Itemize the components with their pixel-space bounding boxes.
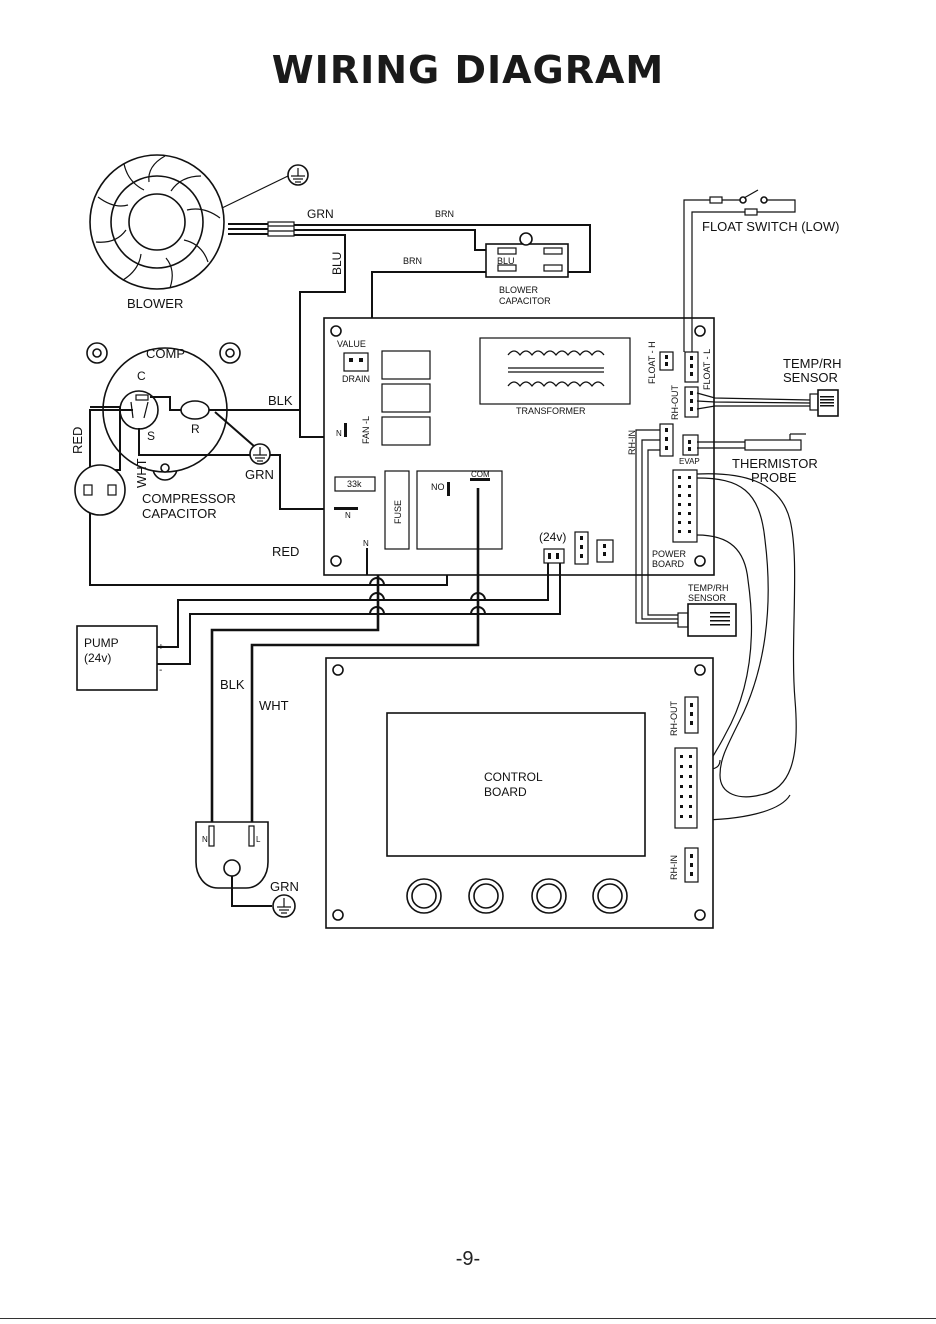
temp-rh-sensor-small-label-2: SENSOR <box>688 593 727 603</box>
wire-red-bottom-label: RED <box>272 544 299 559</box>
comp-label: COMP <box>146 346 185 361</box>
power-board-label-2: BOARD <box>652 559 685 569</box>
wire-blu-cap-label: BLU <box>497 256 515 266</box>
float-switch <box>683 189 796 352</box>
wire-brn-top-label: BRN <box>435 209 454 219</box>
control-knob-4[interactable] <box>592 878 628 914</box>
temp-rh-sensor-top <box>696 389 839 417</box>
wire-grn-plug-label: GRN <box>270 879 299 894</box>
wire-blu-label: BLU <box>330 252 344 275</box>
float-switch-label: FLOAT SWITCH (LOW) <box>702 219 839 234</box>
blower-ground-icon <box>221 164 309 209</box>
control-knob-3[interactable] <box>531 878 567 914</box>
power-board <box>323 317 715 576</box>
rh-in-label: RH-IN <box>627 430 637 455</box>
relay-n-label: N <box>345 511 351 520</box>
cb-rh-in-label: RH-IN <box>669 855 679 880</box>
pump <box>76 625 158 691</box>
compressor-capacitor-label-1: COMPRESSOR <box>142 491 236 506</box>
blower-label: BLOWER <box>127 296 183 311</box>
transformer-label: TRANSFORMER <box>516 406 586 416</box>
wire-grn-top-label: GRN <box>307 207 334 221</box>
wire-crossover-hops <box>369 577 486 615</box>
board-n-label: N <box>363 539 369 548</box>
page-number: -9- <box>455 1248 481 1270</box>
thermistor-probe-label-1: THERMISTOR <box>732 456 818 471</box>
control-board-label-1: CONTROL <box>484 770 543 784</box>
pump-label-2: (24v) <box>84 651 111 665</box>
blower-capacitor-label-1: BLOWER <box>499 285 539 295</box>
compressor <box>86 342 241 481</box>
terminal-r-label: R <box>191 422 200 436</box>
blower-capacitor <box>485 232 569 278</box>
wire-wht-vertical-label: WHT <box>134 458 149 488</box>
float-h-label: FLOAT - H <box>647 341 657 384</box>
temp-rh-sensor-small <box>635 429 737 637</box>
v24-label: (24v) <box>539 530 566 544</box>
relay-com-label: COM <box>471 470 490 479</box>
pump-label-1: PUMP <box>84 636 119 650</box>
thermistor-probe <box>697 433 806 451</box>
pump-minus-label: - <box>159 665 162 676</box>
blower <box>89 154 225 290</box>
plug-l-label: L <box>256 835 261 844</box>
diagram-title: WIRING DIAGRAM <box>271 48 665 92</box>
compressor-capacitor-label-2: CAPACITOR <box>142 506 217 521</box>
terminal-c-label: C <box>137 369 146 383</box>
control-board <box>325 657 714 929</box>
pump-plus-label: + <box>158 642 164 653</box>
control-board-label-2: BOARD <box>484 785 527 799</box>
control-knob-1[interactable] <box>406 878 442 914</box>
fan-n-label: N <box>336 429 342 438</box>
relay-no-label: NO <box>431 482 445 492</box>
rh-out-label: RH-OUT <box>670 385 680 420</box>
temp-rh-sensor-top-label-2: SENSOR <box>783 370 838 385</box>
control-knob-2[interactable] <box>468 878 504 914</box>
plug-n-label: N <box>202 835 208 844</box>
wire-wht-plug-label: WHT <box>259 698 289 713</box>
drain-label: DRAIN <box>342 374 370 384</box>
evap-label: EVAP <box>679 457 700 466</box>
compressor-ground-icon <box>249 443 271 465</box>
value-label: VALUE <box>337 339 366 349</box>
wire-blk-plug-label: BLK <box>220 677 245 692</box>
wire-brn-mid-label: BRN <box>403 256 422 266</box>
bottom-divider <box>0 1318 936 1319</box>
plug-ground-icon <box>272 894 296 918</box>
wire-blk-comp-label: BLK <box>268 393 293 408</box>
wire-red-vertical-label: RED <box>70 427 85 454</box>
cb-rh-out-label: RH-OUT <box>669 701 679 736</box>
power-plug <box>195 821 269 889</box>
wire-grn-comp-label: GRN <box>245 467 274 482</box>
temp-rh-sensor-small-label-1: TEMP/RH <box>688 583 729 593</box>
resistor-label: 33k <box>347 479 362 489</box>
power-board-label-1: POWER <box>652 549 687 559</box>
blower-capacitor-label-2: CAPACITOR <box>499 296 551 306</box>
compressor-capacitor <box>74 464 126 516</box>
thermistor-probe-label-2: PROBE <box>751 470 797 485</box>
fan-l-label: FAN -L <box>361 416 371 444</box>
terminal-s-label: S <box>147 429 155 443</box>
fuse-label: FUSE <box>393 500 403 524</box>
float-l-label: FLOAT - L <box>702 349 712 390</box>
temp-rh-sensor-top-label-1: TEMP/RH <box>783 356 842 371</box>
